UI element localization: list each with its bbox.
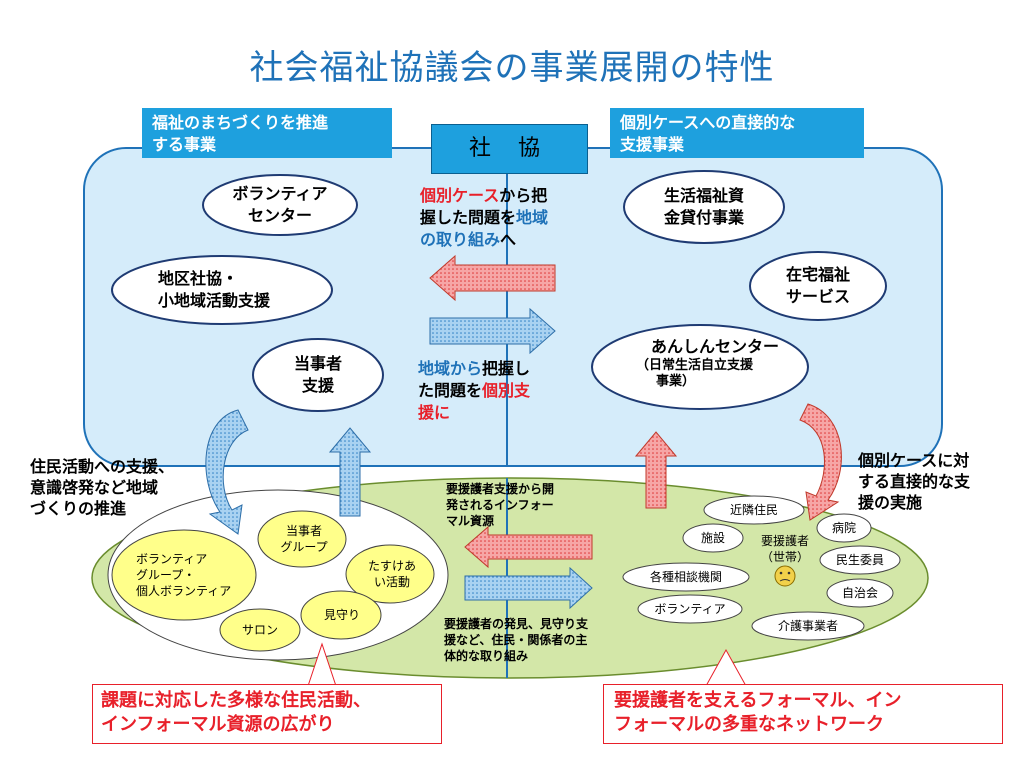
arrow-informal-resources [464, 525, 593, 569]
node-byoin [816, 513, 872, 543]
label-anshin: あんしんセンター （日常生活自立支援 事業） [636, 337, 779, 389]
bubble-volunteer-group [111, 529, 257, 621]
oval-chiku [111, 255, 333, 325]
text-volunteer: ボランティア [654, 602, 726, 616]
node-shisetsu [682, 523, 744, 553]
up-arrow-right [634, 431, 678, 509]
text-minsei: 民生委員 [835, 553, 884, 567]
oval-tojisha [252, 338, 384, 412]
header-left: 福祉のまちづくりを推進 する事業 [142, 108, 392, 158]
label-tojisha: 当事者支援 [293, 354, 342, 395]
oval-anshin [591, 324, 809, 410]
label-chiku: 地区社協・小地域活動支援 [158, 269, 271, 310]
arrow-discovery [464, 566, 593, 610]
text-informal-resources: 要援護者支援から開発されるインフォーマル資源 [446, 482, 555, 528]
node-volunteer [637, 594, 743, 624]
text-tasukeai: たすけあい活動 [367, 559, 416, 589]
flow-text-top: 個別ケースから把 握した問題を地域 の取り組みへ [420, 186, 549, 249]
text-jichikai: 自治会 [841, 586, 878, 600]
oval-zaitaku [749, 251, 887, 321]
text-discovery: 要援護者の発見、見守り支援など、住民・関係者の主体的な取り組み [444, 617, 589, 663]
oval-volunteer-center [202, 174, 358, 236]
node-jichikai [826, 578, 894, 608]
node-kinrin [703, 495, 805, 525]
label-zaitaku: 在宅福祉サービス [785, 265, 850, 306]
arrow-to-individual [429, 307, 556, 355]
text-yoengosha: 要援護者（世帯） [760, 534, 809, 564]
text-shisetsu: 施設 [700, 531, 725, 545]
page-title: 社会福祉協議会の事業展開の特性 [249, 48, 775, 88]
bubble-mimamori [300, 590, 382, 640]
curve-arrow-right [799, 403, 842, 521]
callout-bottom-left: 課題に対応した多様な住民活動、インフォーマル資源の広がり [92, 684, 442, 744]
node-kaigo [751, 611, 865, 641]
text-tojisha-group: 当事者グループ [280, 524, 328, 554]
arrow-to-community [429, 254, 556, 302]
up-arrow-left [328, 427, 372, 517]
text-kaigo: 介護事業者 [777, 619, 838, 633]
flow-text-mid: 地域から把握し た問題を個別支 援に [418, 359, 531, 422]
text-salon: サロン [241, 623, 278, 637]
bubble-tasukeai [345, 544, 435, 604]
text-volunteer-group: ボランティアグループ・個人ボランティア [136, 552, 232, 598]
label-volunteer-center: ボランティアセンター [232, 184, 328, 225]
side-text-right: 個別ケースに対する直接的な支援の実施 [858, 451, 971, 512]
node-soudan [622, 562, 750, 592]
text-byoin: 病院 [831, 521, 856, 535]
face-icon [774, 565, 796, 587]
label-seikatsu: 生活福祉資金貸付事業 [663, 186, 744, 227]
bubble-salon [219, 608, 301, 652]
text-kinrin: 近隣住民 [729, 503, 778, 517]
text-soudan: 各種相談機関 [649, 570, 722, 584]
curve-arrow-left [205, 409, 249, 535]
header-right: 個別ケースへの直接的な 支援事業 [610, 108, 864, 158]
oval-seikatsu [623, 170, 785, 244]
text-mimamori: 見守り [323, 608, 360, 622]
callout-bottom-right: 要援護者を支えるフォーマル、インフォーマルの多重なネットワーク [603, 684, 1003, 744]
shakyo-box: 社 協 [431, 124, 588, 174]
bubble-tojisha-group [257, 510, 347, 568]
node-minsei [819, 545, 901, 575]
side-text-left: 住民活動への支援、意識啓発など地域づくりの推進 [30, 457, 175, 518]
